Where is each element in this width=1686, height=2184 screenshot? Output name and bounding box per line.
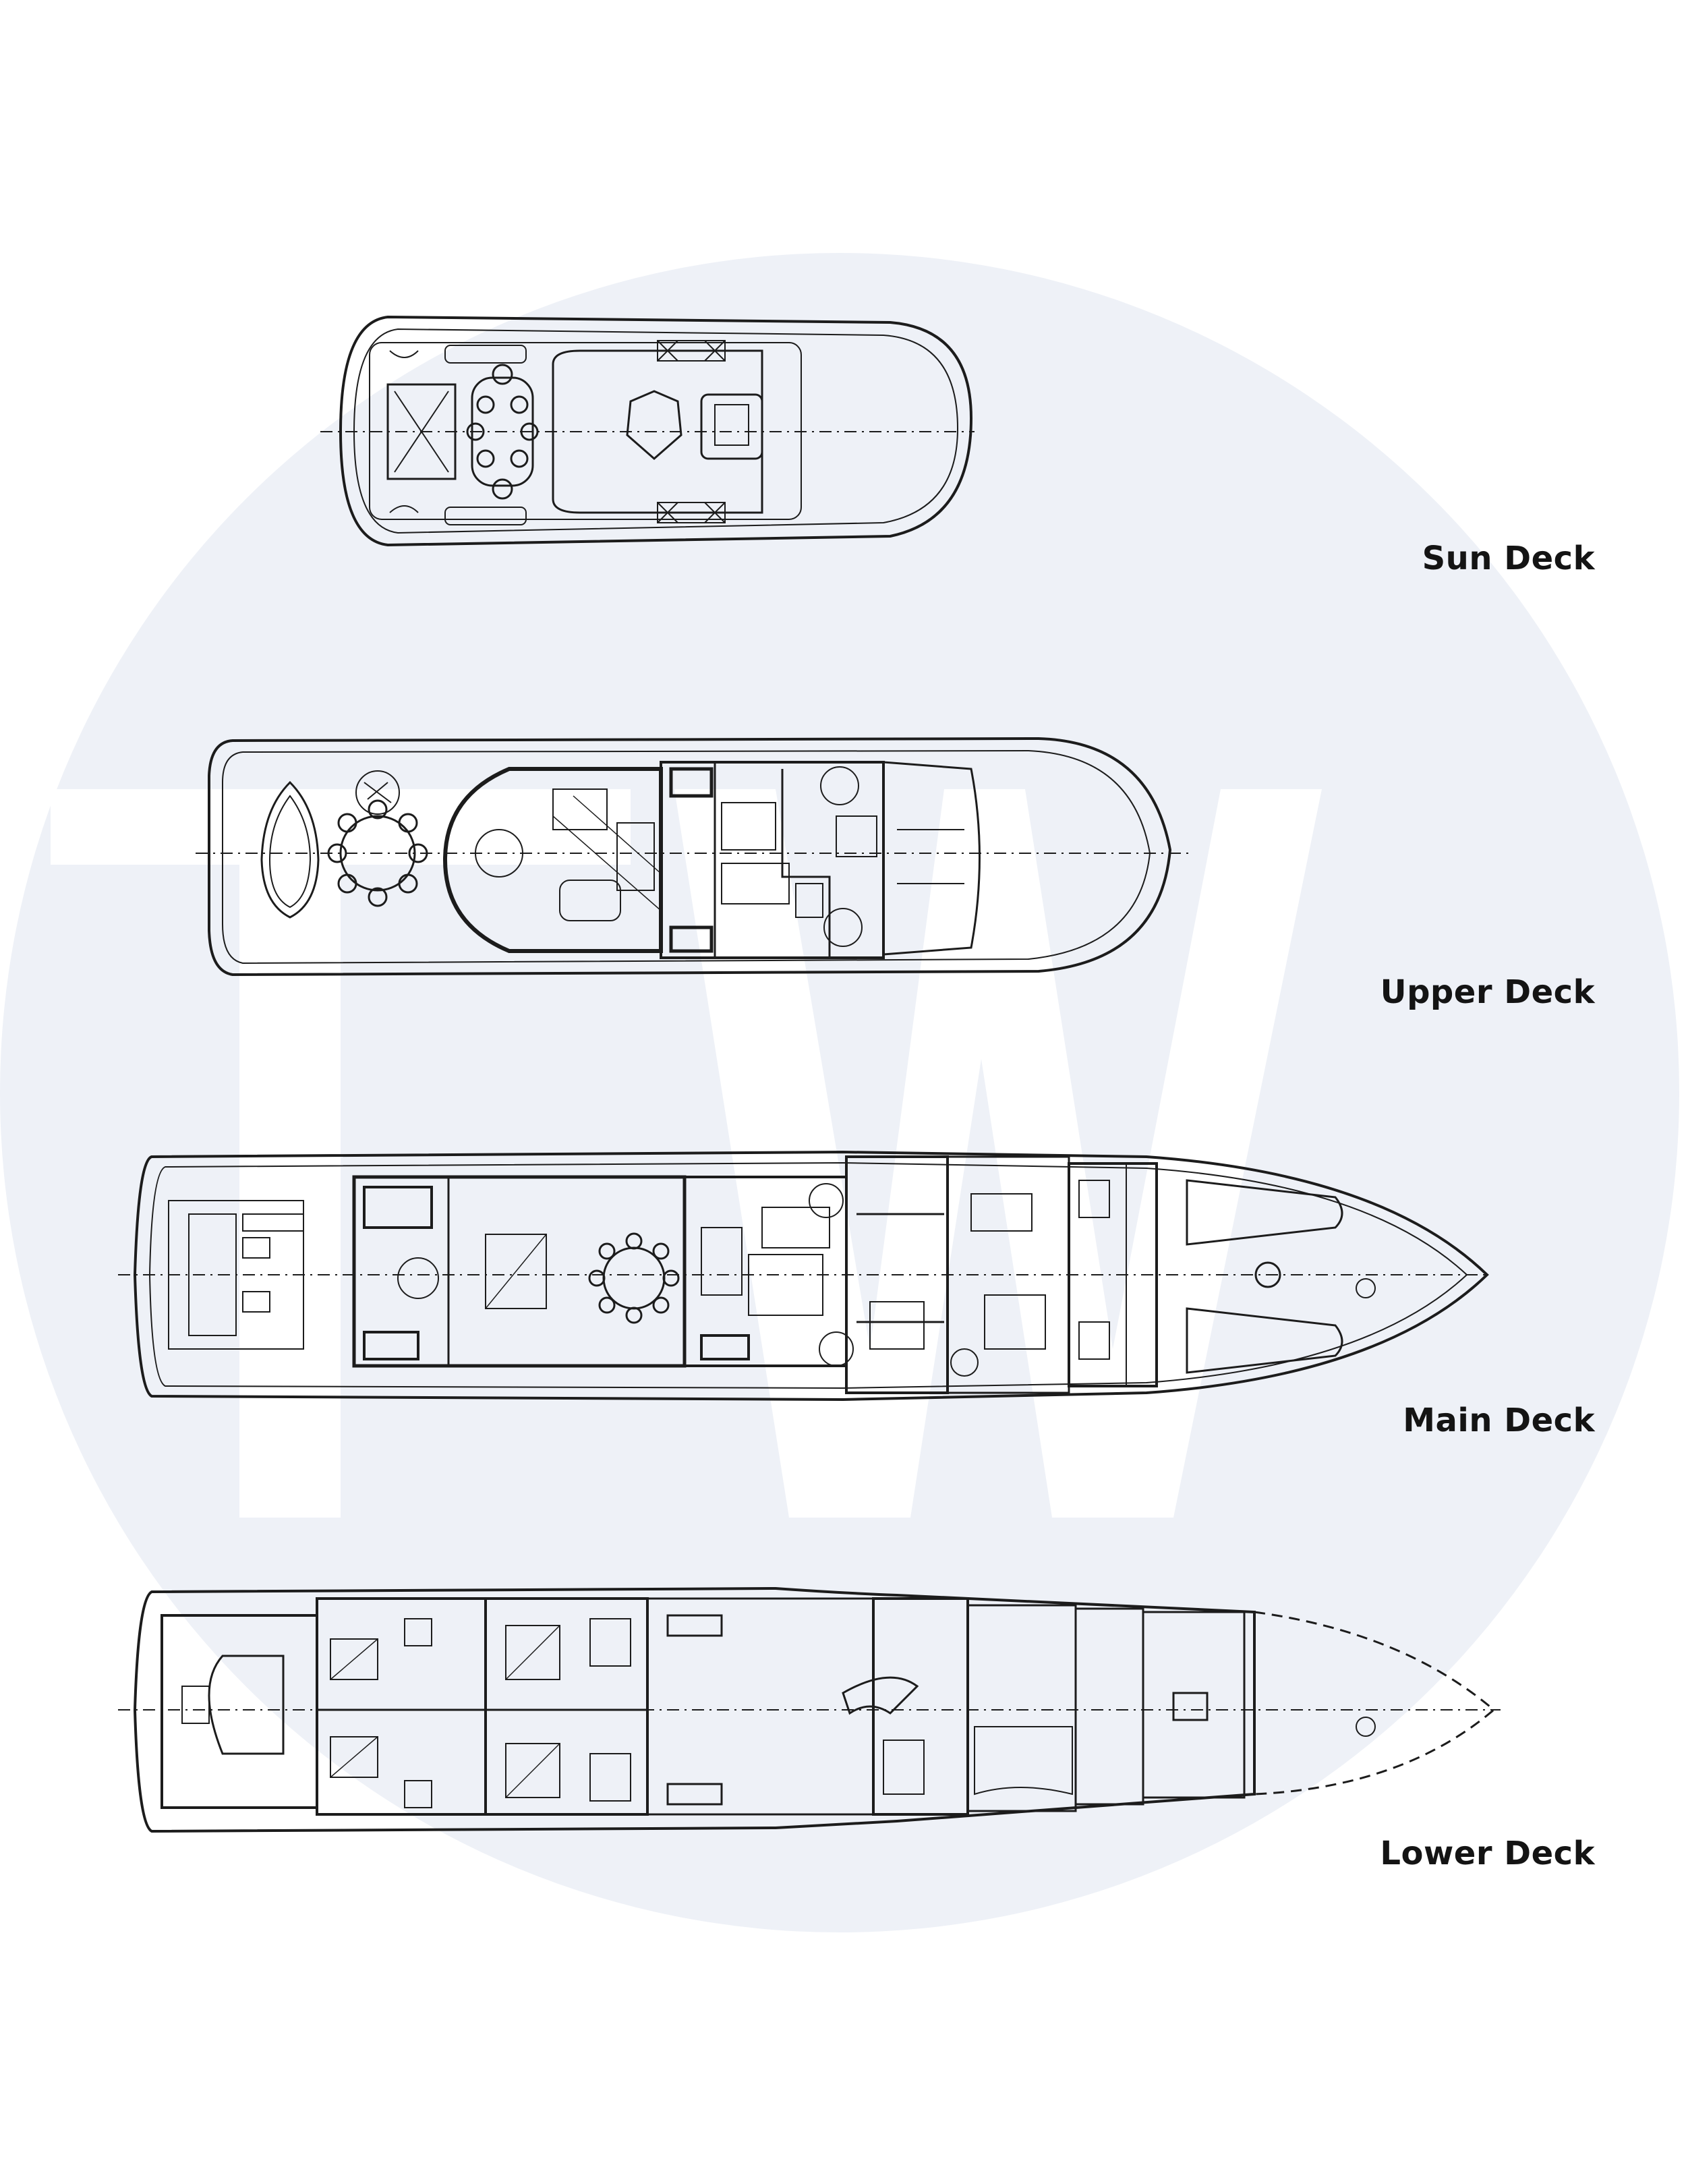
lower-deck-plan bbox=[118, 1586, 1501, 1833]
upper-deck-label: Upper Deck bbox=[1380, 973, 1595, 1011]
watermark-logo bbox=[0, 253, 1679, 1932]
main-deck-label: Main Deck bbox=[1403, 1402, 1595, 1439]
upper-deck-plan bbox=[196, 737, 1190, 977]
sun-deck-label: Sun Deck bbox=[1422, 540, 1595, 577]
main-deck-plan bbox=[118, 1150, 1490, 1402]
sun-deck-plan bbox=[320, 315, 975, 547]
lower-deck-label: Lower Deck bbox=[1380, 1835, 1595, 1872]
